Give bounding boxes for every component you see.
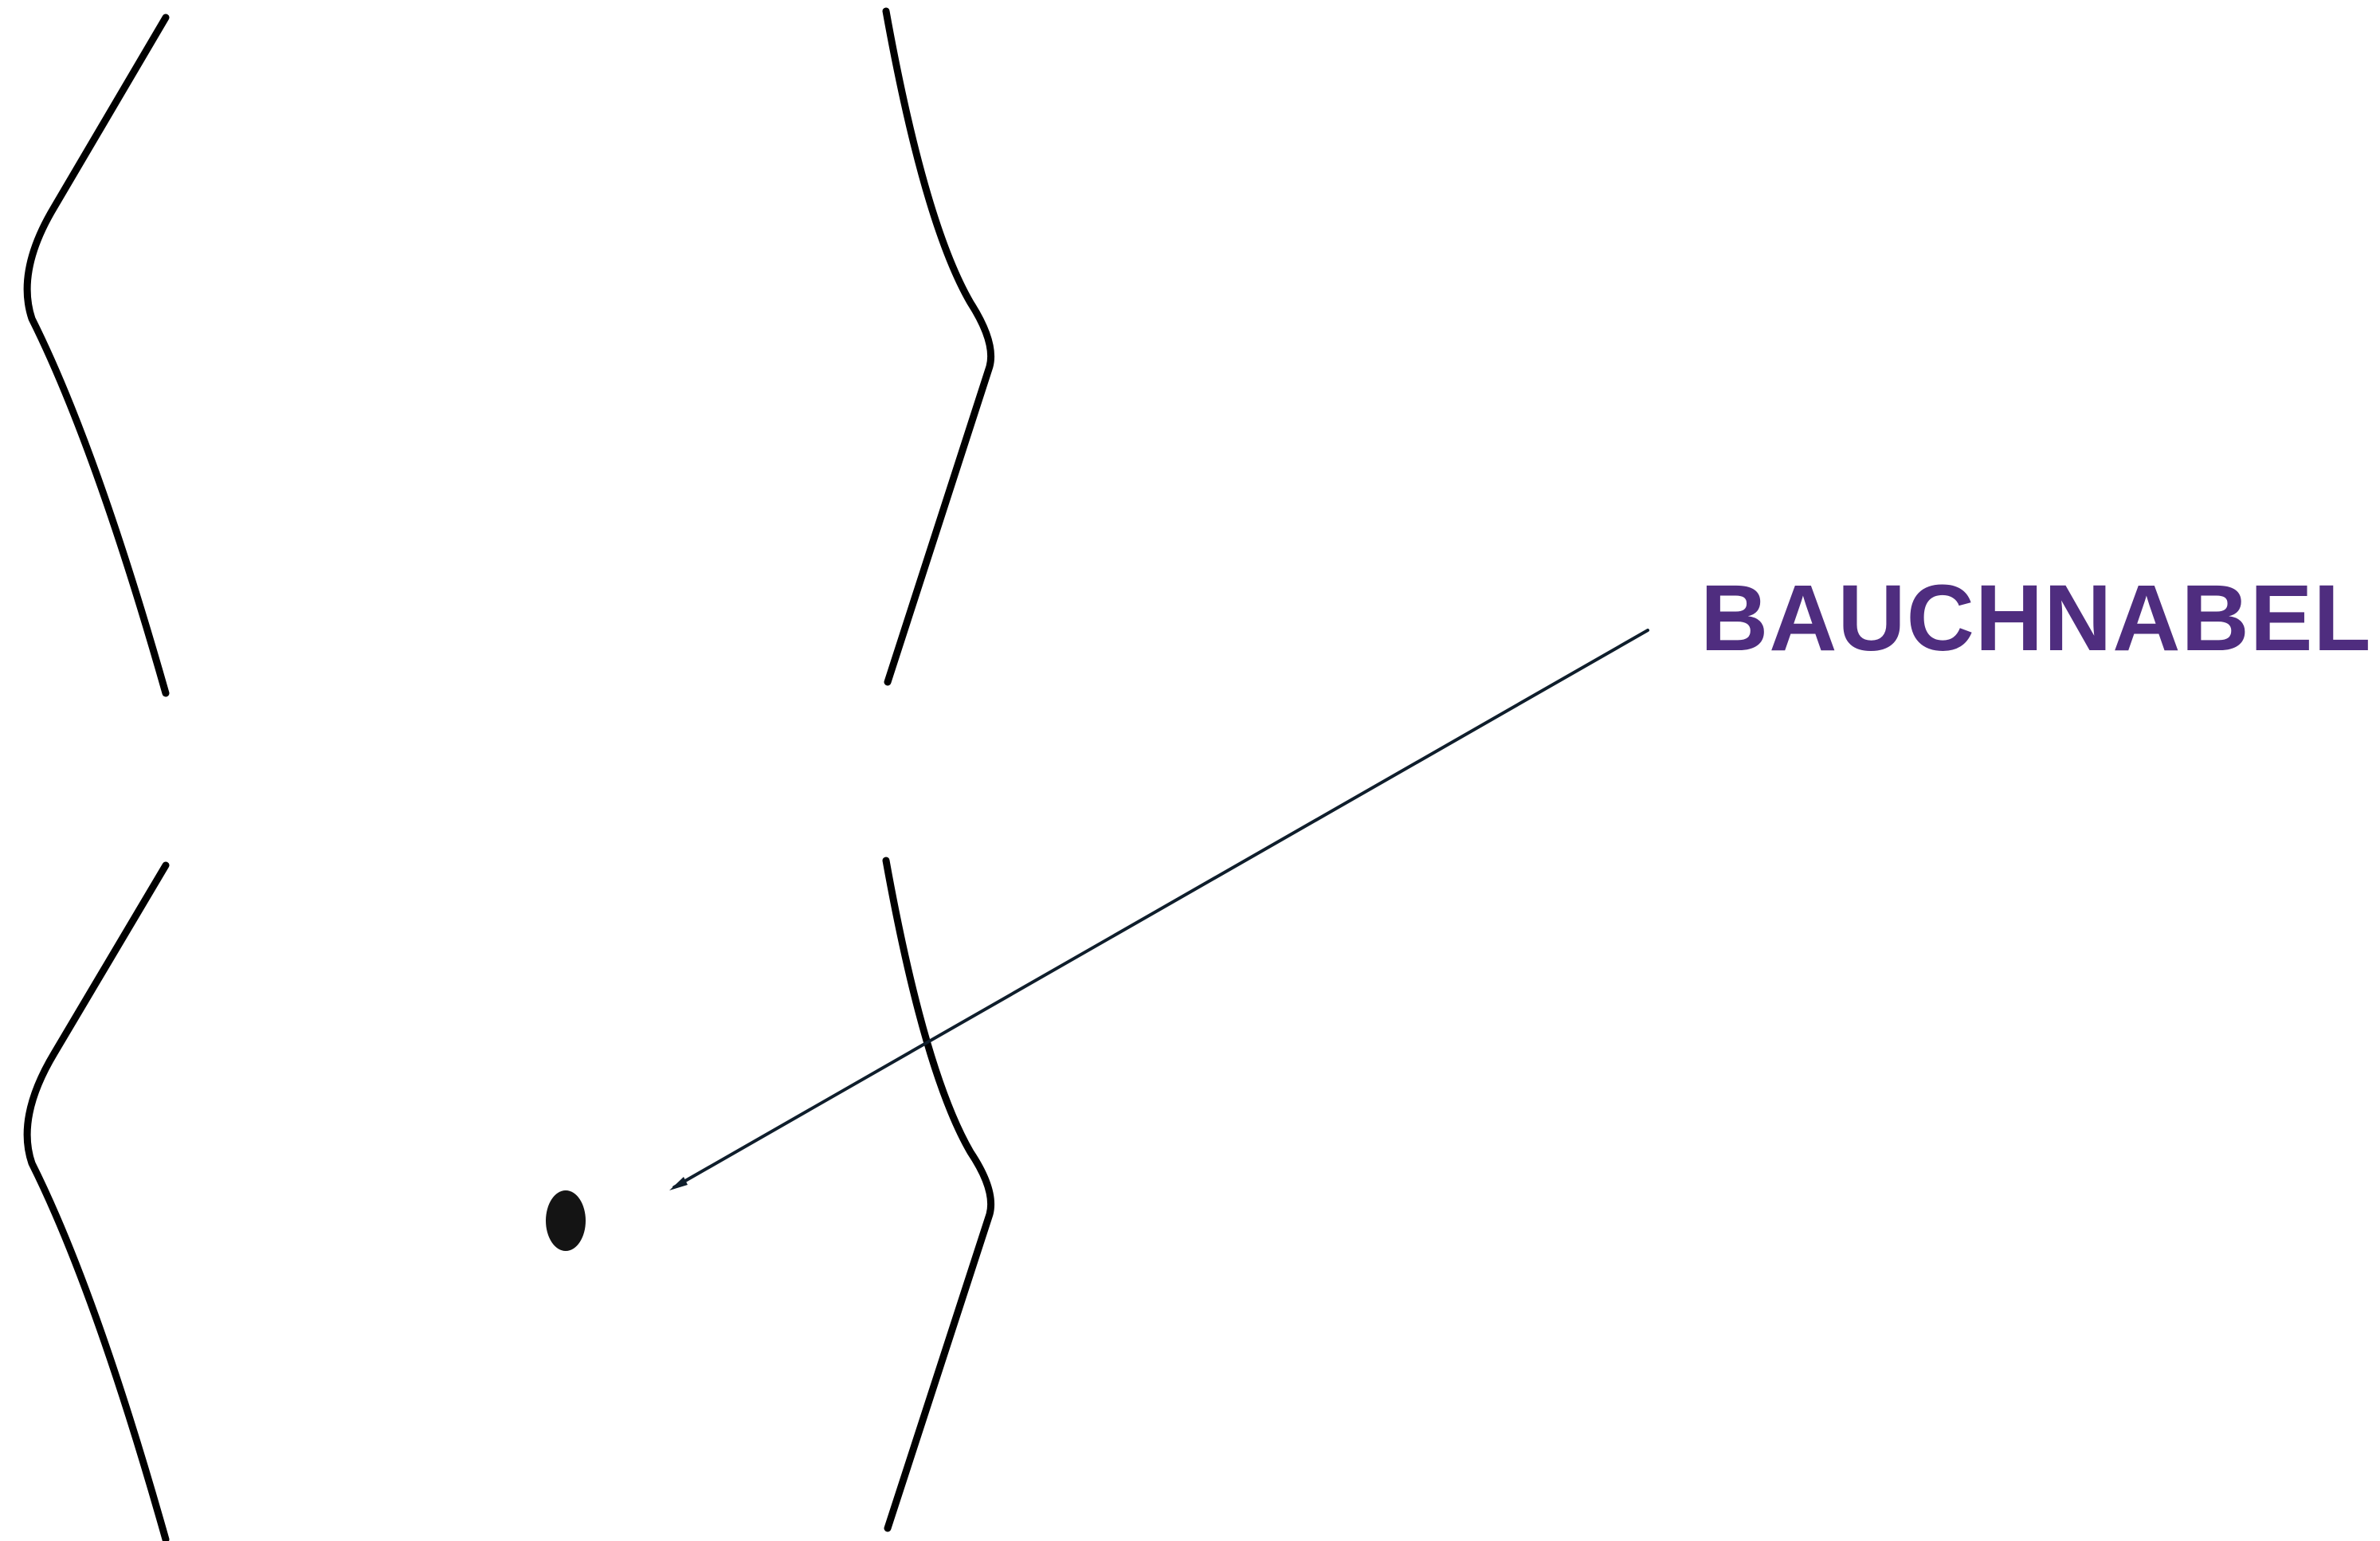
upper-torso-outline xyxy=(27,11,990,693)
upper-right-waist-curve xyxy=(886,11,991,682)
upper-left-waist-curve xyxy=(27,18,166,693)
lower-left-waist-curve xyxy=(27,865,166,1539)
lower-torso-outline xyxy=(27,861,990,1539)
pointer-arrowhead xyxy=(669,1177,688,1190)
navel-dot xyxy=(546,1190,586,1251)
navel-label: BAUCHNABEL xyxy=(1700,566,2372,671)
label-pointer xyxy=(669,630,1648,1190)
lower-right-waist-curve xyxy=(886,861,991,1528)
pointer-line xyxy=(674,630,1648,1187)
